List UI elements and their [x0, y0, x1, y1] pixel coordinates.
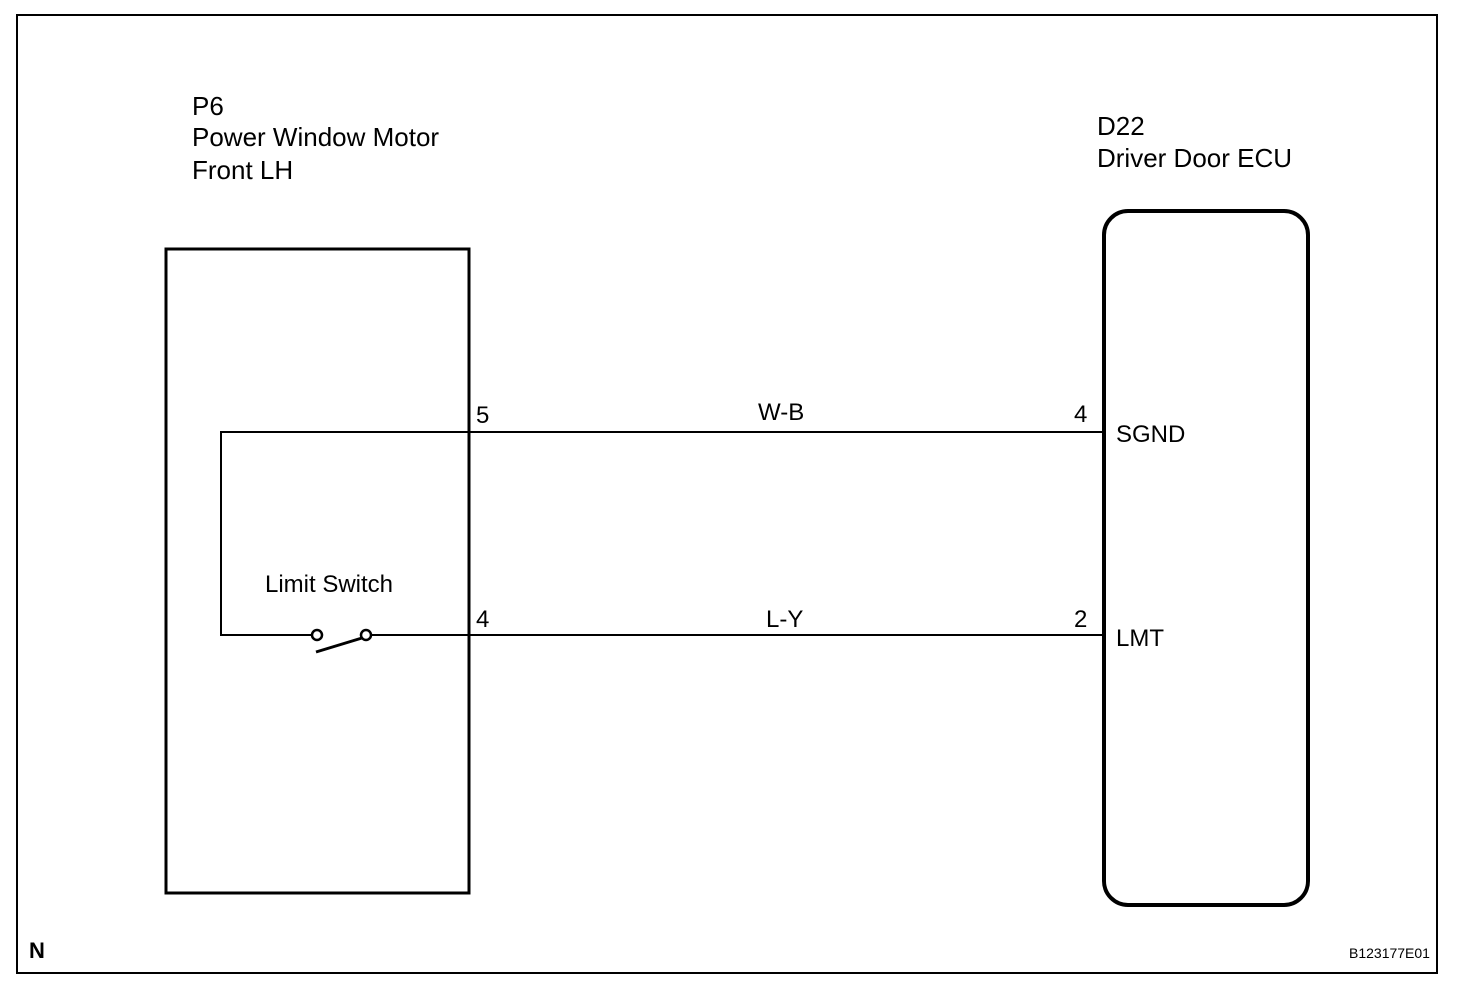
motor-internal-loop — [220, 431, 469, 636]
ecu-pin-2: 2 — [1074, 606, 1087, 633]
wire-color-w-b: W-B — [758, 399, 804, 426]
ecu-name: Driver Door ECU — [1097, 143, 1292, 173]
figure-id: B123177E01 — [1349, 945, 1430, 961]
switch-blade — [315, 636, 363, 654]
motor-code: P6 — [192, 91, 224, 121]
switch-contact-right — [359, 628, 373, 642]
footer-left-mark: N — [29, 938, 45, 963]
diagram-frame — [16, 14, 1438, 974]
motor-box — [164, 247, 471, 895]
motor-name-line2: Front LH — [192, 155, 293, 185]
ecu-pin-4: 4 — [1074, 401, 1087, 428]
ecu-box — [1102, 209, 1310, 907]
limit-switch-label: Limit Switch — [265, 571, 393, 598]
wire-color-l-y: L-Y — [766, 606, 803, 633]
switch-contact-left — [310, 628, 324, 642]
ecu-code: D22 — [1097, 111, 1145, 141]
ecu-terminal-lmt: LMT — [1116, 625, 1164, 652]
motor-name-line1: Power Window Motor — [192, 122, 439, 152]
motor-pin-4: 4 — [476, 606, 489, 633]
motor-pin-5: 5 — [476, 402, 489, 429]
ecu-terminal-sgnd: SGND — [1116, 421, 1185, 448]
limit-switch — [310, 628, 373, 654]
